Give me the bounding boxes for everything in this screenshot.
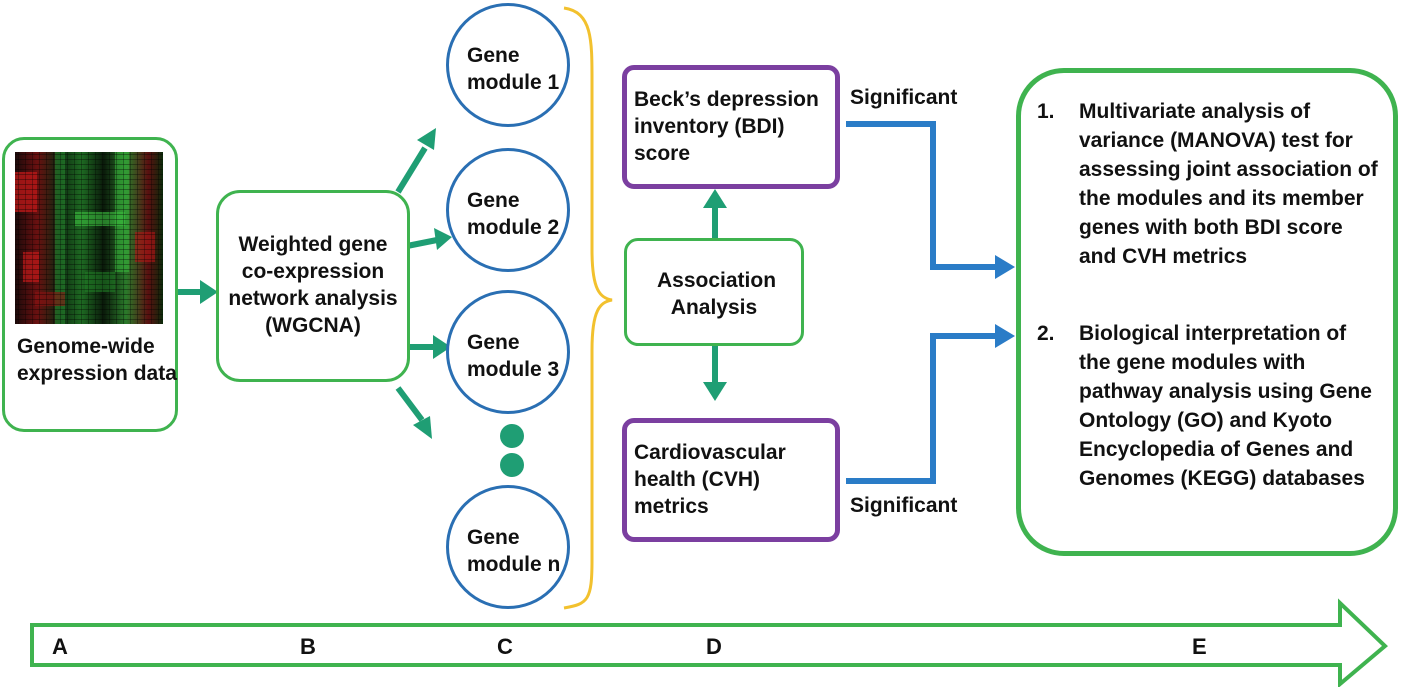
module-brace	[563, 6, 613, 610]
timeline-arrow	[30, 598, 1388, 687]
timeline-stage-a: A	[52, 634, 68, 659]
arrow-association-to-cvh	[703, 346, 727, 401]
continuation-dot	[500, 424, 524, 448]
timeline-stage-e: E	[1192, 634, 1207, 659]
bdi-label: Beck’s depression inventory (BDI) score	[634, 88, 819, 165]
results-item-text: Biological interpretation of the gene mo…	[1079, 322, 1372, 490]
heatmap-image	[15, 152, 163, 324]
genome-label: Genome-wide expression data	[17, 335, 177, 385]
gene-module-2: Gene module 2	[446, 148, 570, 272]
gene-module-label: Gene module n	[467, 526, 561, 576]
arrow-genome-to-wgcna	[178, 280, 218, 304]
timeline-stage-b: B	[300, 634, 316, 659]
cvh-label: Cardiovascular health (CVH) metrics	[634, 441, 786, 518]
arrow-wgcna-to-module-2	[406, 228, 452, 250]
arrow-cvh-to-results	[846, 324, 1015, 484]
association-label: Association Analysis	[657, 269, 777, 319]
association-analysis-box: Association Analysis	[624, 238, 804, 346]
timeline-stage-d: D	[706, 634, 722, 659]
wgcna-box: Weighted gene co-expression network anal…	[216, 190, 410, 382]
genome-expression-box: Genome-wide expression data	[2, 137, 178, 432]
results-item-text: Multivariate analysis of variance (MANOV…	[1079, 100, 1378, 268]
significant-label-top: Significant	[850, 86, 958, 109]
bdi-score-box: Beck’s depression inventory (BDI) score	[622, 65, 840, 189]
gene-module-label: Gene module 1	[467, 44, 560, 94]
gene-module-n: Gene module n	[446, 485, 570, 609]
timeline-stage-c: C	[497, 634, 513, 659]
results-box: 1. Multivariate analysis of variance (MA…	[1016, 68, 1398, 556]
arrow-bdi-to-results	[846, 121, 1015, 279]
continuation-dot	[500, 453, 524, 477]
arrow-association-to-bdi	[703, 189, 727, 238]
results-item-number: 2.	[1037, 322, 1055, 345]
arrow-wgcna-to-module-1	[395, 128, 436, 194]
wgcna-label: Weighted gene co-expression network anal…	[228, 233, 398, 337]
gene-module-3: Gene module 3	[446, 290, 570, 414]
gene-module-1: Gene module 1	[446, 3, 570, 127]
results-item-number: 1.	[1037, 100, 1055, 123]
cvh-metrics-box: Cardiovascular health (CVH) metrics	[622, 418, 840, 542]
gene-module-label: Gene module 3	[467, 331, 560, 381]
gene-module-label: Gene module 2	[467, 189, 560, 239]
arrow-wgcna-to-module-n	[395, 386, 432, 439]
arrow-wgcna-to-module-3	[407, 335, 451, 359]
significant-label-bottom: Significant	[850, 494, 958, 517]
